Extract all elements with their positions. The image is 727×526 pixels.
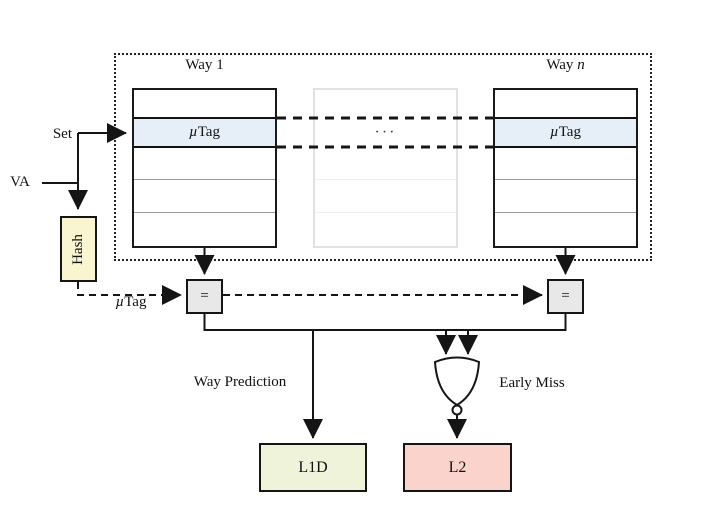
elided-ways-table: ··· [313, 88, 458, 248]
hash-box: Hash [60, 216, 97, 282]
comparator-way1: = [186, 279, 223, 314]
wayn-row-5 [495, 213, 636, 246]
wayn-label: Way n [546, 57, 585, 73]
l2-box: L2 [403, 443, 512, 492]
l1d-box: L1D [259, 443, 367, 492]
va-label: VA [10, 174, 30, 190]
ellipsis: ··· [374, 123, 397, 141]
way1-table: µTag [132, 88, 277, 248]
set-label: Set [52, 126, 72, 142]
wayn-row-1 [495, 90, 636, 117]
match-bus [203, 314, 567, 331]
wayn-utag-row: µTag [495, 117, 636, 148]
way1-utag-row: µTag [134, 117, 275, 148]
way1-row-1 [134, 90, 275, 117]
way1-label: Way 1 [185, 57, 224, 73]
comparator-wayn: = [547, 279, 584, 314]
way-prediction-label: Way Prediction [193, 374, 287, 390]
way1-row-5 [134, 213, 275, 246]
wayn-row-4 [495, 180, 636, 213]
cache-ways-container [114, 53, 652, 261]
nor-gate [433, 356, 481, 407]
nor-gate-bubble [451, 404, 463, 416]
wayn-table: µTag [493, 88, 638, 248]
way1-row-3 [134, 148, 275, 180]
early-miss-label: Early Miss [499, 375, 565, 391]
wayn-row-3 [495, 148, 636, 180]
way1-row-4 [134, 180, 275, 213]
elided-utag-row: ··· [315, 117, 456, 148]
utag-wire-label: µTag [115, 294, 147, 310]
